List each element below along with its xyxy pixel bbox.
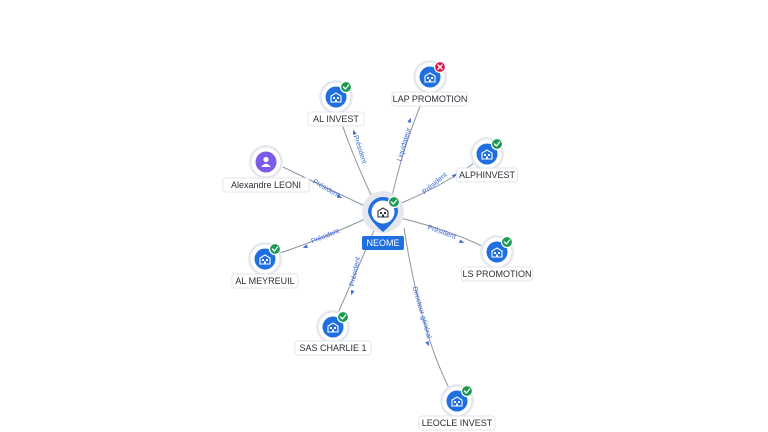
- edge-label-sas-charlie-1: Président: [349, 256, 362, 286]
- edge-lap-promotion: [391, 91, 427, 197]
- active-status-badge: [460, 384, 474, 398]
- edge-arrow-al-invest: [353, 129, 357, 135]
- edge-al-meyreuil: [276, 217, 368, 255]
- closed-status-badge: [433, 60, 447, 74]
- center-label-box: [362, 236, 404, 250]
- nodes-layer: AL INVEST LAP PROMOTION ALPHINVEST LS PROMO…: [222, 60, 534, 431]
- node-label: LAP PROMOTION: [393, 94, 468, 104]
- edge-arrow-leocle-invest: [425, 340, 430, 347]
- edge-arrow-alphinvest: [451, 173, 458, 178]
- building-icon: [377, 207, 389, 218]
- building-icon: [491, 247, 503, 258]
- center-label: NEOME: [366, 238, 399, 248]
- active-status-badge: [336, 310, 350, 324]
- active-status-badge: [490, 137, 504, 151]
- center-inner: [371, 200, 395, 224]
- node-label: Alexandre LEONI: [231, 180, 301, 190]
- building-icon: [330, 92, 342, 103]
- building-icon: [424, 72, 436, 83]
- node-label: LS PROMOTION: [462, 269, 531, 279]
- node-lap-promotion[interactable]: LAP PROMOTION: [391, 60, 469, 107]
- node-label: AL INVEST: [313, 114, 359, 124]
- node-label: AL MEYREUIL: [235, 276, 294, 286]
- active-status-badge: [268, 242, 282, 256]
- node-label-box: [222, 177, 310, 193]
- edge-arrow-al-meyreuil: [302, 244, 308, 248]
- node-label: SAS CHARLIE 1: [299, 343, 366, 353]
- node-leocle-invest[interactable]: LEOCLE INVEST: [418, 384, 496, 431]
- node-al-meyreuil[interactable]: AL MEYREUIL: [231, 242, 299, 289]
- active-status-badge: [387, 195, 401, 209]
- node-label-box: [294, 340, 372, 356]
- edge-arrow-alexandre-leoni: [336, 194, 343, 199]
- edge-leocle-invest: [403, 227, 450, 389]
- edge-alphinvest: [398, 159, 479, 205]
- person-icon: [261, 156, 271, 167]
- node-alphinvest[interactable]: ALPHINVEST: [456, 137, 518, 183]
- building-icon: [259, 254, 271, 265]
- node-label: LEOCLE INVEST: [422, 418, 493, 428]
- active-status-badge: [339, 80, 353, 94]
- building-icon: [451, 396, 463, 407]
- node-label-box: [460, 266, 534, 282]
- node-label-box: [456, 167, 518, 183]
- edge-label-al-meyreuil: Président: [310, 228, 340, 246]
- edge-arrow-ls-promotion: [459, 239, 465, 243]
- edge-alexandre-leoni: [282, 166, 368, 208]
- center-node[interactable]: NEOME: [362, 191, 404, 250]
- edge-arrow-sas-charlie-1: [350, 290, 355, 296]
- edge-ls-promotion: [399, 217, 487, 249]
- node-ls-promotion[interactable]: LS PROMOTION: [460, 235, 534, 282]
- building-icon: [327, 322, 339, 333]
- building-icon: [481, 149, 493, 160]
- edge-arrow-lap-promotion: [407, 117, 411, 123]
- active-status-badge: [500, 235, 514, 249]
- node-label-box: [231, 273, 299, 289]
- node-sas-charlie-1[interactable]: SAS CHARLIE 1: [294, 310, 372, 356]
- edge-label-alexandre-leoni: Président: [311, 178, 340, 199]
- node-al-invest[interactable]: AL INVEST: [307, 80, 365, 127]
- node-label-box: [391, 91, 469, 107]
- edge-label-alphinvest: Président: [421, 172, 448, 196]
- node-label-box: [418, 415, 496, 431]
- node-label: ALPHINVEST: [459, 170, 516, 180]
- edge-label-lap-promotion: Liquidateur: [396, 126, 412, 162]
- node-alexandre-leoni[interactable]: Alexandre LEONI: [222, 145, 310, 193]
- edge-label-leocle-invest: Directeur général: [411, 286, 433, 340]
- edge-label-ls-promotion: Président: [426, 224, 456, 241]
- node-label-box: [307, 111, 365, 127]
- edge-label-al-invest: Président: [352, 134, 368, 164]
